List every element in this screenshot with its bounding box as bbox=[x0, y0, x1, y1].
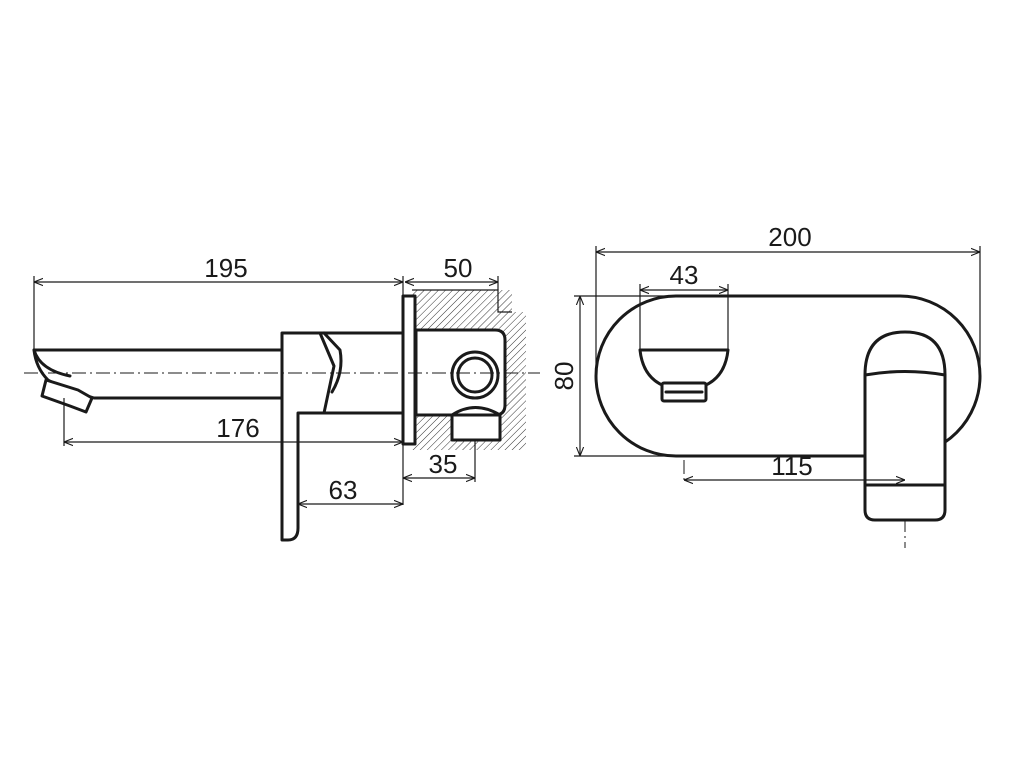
wall-plate bbox=[401, 294, 417, 446]
dim-115: 115 bbox=[684, 451, 905, 481]
dim-50: 50 bbox=[405, 253, 499, 290]
dim-label: 176 bbox=[216, 413, 259, 443]
dim-label: 80 bbox=[549, 362, 579, 391]
dim-43: 43 bbox=[639, 260, 729, 350]
lever-handle bbox=[280, 331, 336, 542]
dim-label: 35 bbox=[429, 449, 458, 479]
dim-35: 35 bbox=[403, 440, 476, 482]
dim-label: 43 bbox=[670, 260, 699, 290]
front-view: 200 43 80 115 bbox=[549, 222, 982, 548]
dim-label: 50 bbox=[444, 253, 473, 283]
dim-label: 63 bbox=[329, 475, 358, 505]
front-lever-handle bbox=[863, 330, 947, 522]
dim-80: 80 bbox=[549, 295, 676, 457]
aerator-tip bbox=[40, 378, 94, 414]
dim-176: 176 bbox=[63, 398, 404, 505]
connection-ring-inner bbox=[456, 356, 494, 394]
dim-200: 200 bbox=[595, 222, 981, 376]
dim-63: 63 bbox=[298, 475, 403, 505]
side-view: 195 50 176 35 63 bbox=[24, 253, 540, 542]
dim-195: 195 bbox=[33, 253, 404, 352]
dim-label: 195 bbox=[204, 253, 247, 283]
dim-label: 115 bbox=[771, 451, 812, 481]
connection-stub bbox=[450, 413, 502, 442]
dim-label: 200 bbox=[768, 222, 811, 252]
